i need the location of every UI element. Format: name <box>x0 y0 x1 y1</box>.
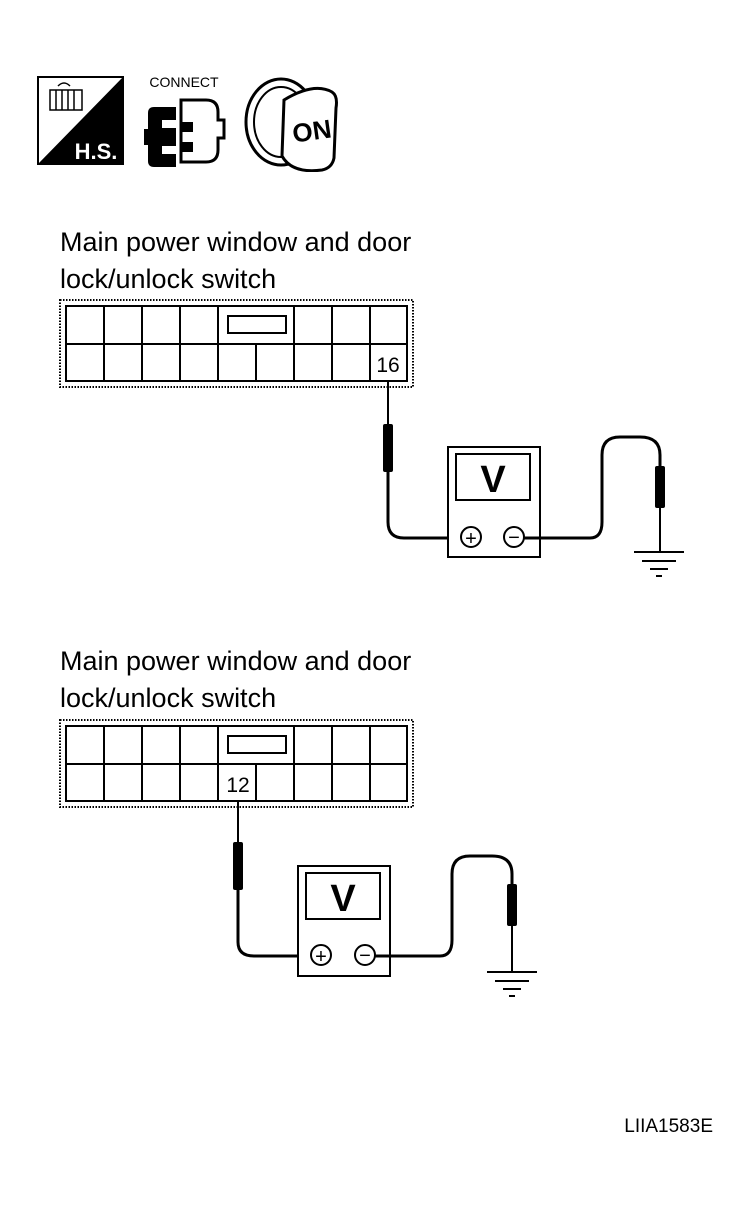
connect-icon: CONNECT <box>144 74 226 167</box>
connector-face <box>59 299 414 388</box>
plus-terminal: + <box>315 946 327 968</box>
ground-symbol <box>634 551 684 577</box>
connect-label: CONNECT <box>149 74 219 90</box>
positive-probe <box>383 382 458 540</box>
voltage-check-diagram-1: 16 V + − <box>0 290 749 610</box>
voltage-check-diagram-2: 12 V + − <box>0 710 749 1030</box>
connector-title-1: Main power window and door lock/unlock s… <box>60 224 411 298</box>
minus-terminal: − <box>359 945 371 967</box>
positive-probe <box>233 802 308 958</box>
meter-label: V <box>330 878 356 920</box>
connector-face <box>59 719 414 808</box>
key-label: ON <box>290 113 333 148</box>
terminal-label: 12 <box>226 774 249 797</box>
icon-row: H.S. CONNECT ON <box>36 72 346 173</box>
meter-label: V <box>480 459 506 501</box>
negative-probe <box>524 435 665 552</box>
figure-code: LIIA1583E <box>624 1116 713 1137</box>
ignition-on-icon: ON <box>244 77 338 173</box>
harness-connector-hs-icon: H.S. <box>37 76 124 165</box>
plus-terminal: + <box>465 528 477 550</box>
connector-title-2: Main power window and door lock/unlock s… <box>60 643 411 717</box>
minus-terminal: − <box>508 527 520 549</box>
hs-label: H.S. <box>75 139 118 164</box>
title-line-2: lock/unlock switch <box>60 683 277 713</box>
ground-symbol <box>487 971 537 997</box>
negative-probe <box>375 854 517 972</box>
title-line-1: Main power window and door <box>60 646 412 676</box>
terminal-label: 16 <box>376 354 399 377</box>
title-line-1: Main power window and door <box>60 227 412 257</box>
title-line-2: lock/unlock switch <box>60 264 277 294</box>
voltmeter <box>297 865 391 977</box>
